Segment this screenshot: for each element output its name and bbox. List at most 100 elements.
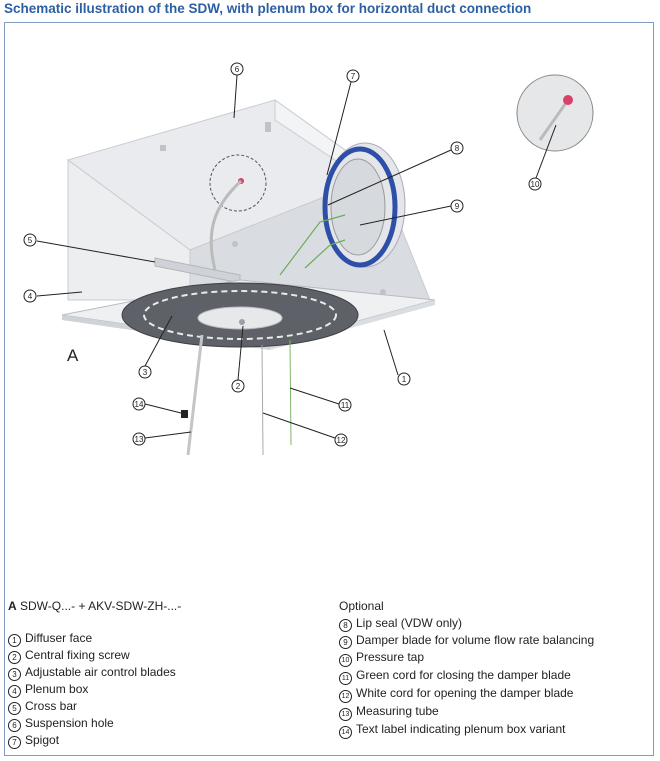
- legend-item: 6 Suspension hole: [8, 715, 181, 732]
- legend-text: Spigot: [25, 733, 60, 747]
- diffuser-center: [197, 306, 283, 330]
- green-cord: [279, 214, 346, 276]
- legend-number: 7: [8, 736, 21, 749]
- green-cord: [304, 239, 346, 269]
- legend-text: Damper blade for volume flow rate balanc…: [356, 633, 595, 647]
- callout-1: 1: [397, 372, 411, 386]
- legend-number: 14: [339, 726, 352, 739]
- legend-text: Cross bar: [25, 699, 78, 713]
- callout-2-label: 2: [236, 382, 241, 391]
- legend-number: 4: [8, 685, 21, 698]
- legend-number: 2: [8, 651, 21, 664]
- legend-text: White cord for opening the damper blade: [356, 686, 574, 700]
- suspension-hole: [380, 289, 386, 295]
- legend-text: Text label indicating plenum box variant: [356, 722, 566, 736]
- callout-11: 11: [338, 398, 352, 412]
- callout-3: 3: [138, 365, 152, 379]
- callout-7: 7: [346, 69, 360, 83]
- leader-lines: [36, 74, 557, 439]
- pressure-tap-detail: [516, 74, 594, 152]
- legend-right: Optional 8 Lip seal (VDW only) 9 Damper bl…: [339, 598, 594, 739]
- legend-item: 14 Text label indicating plenum box varia…: [339, 721, 594, 739]
- callout-4: 4: [23, 289, 37, 303]
- legend-text: Lip seal (VDW only): [356, 616, 463, 630]
- legend-text: Plenum box: [25, 682, 89, 696]
- callout-9-label: 9: [455, 202, 460, 211]
- pressure-tap-detail-circle: [209, 154, 267, 212]
- legend-item: 13 Measuring tube: [339, 703, 594, 721]
- sdw-schematic: A 6 7 8 9 10 5 4 3 2 1 11 12 14 13: [23, 62, 594, 456]
- figure-title: Schematic illustration of the SDW, with …: [4, 1, 532, 16]
- legend-item: 7 Spigot: [8, 732, 181, 749]
- callout-14-label: 14: [135, 400, 144, 409]
- callout-14: 14: [132, 397, 146, 411]
- callout-5: 5: [23, 233, 37, 247]
- callout-12: 12: [334, 433, 348, 447]
- legend-number: 3: [8, 668, 21, 681]
- legend-number: 10: [339, 654, 352, 667]
- pressure-tap-detail-marker: [563, 95, 573, 105]
- view-label: A: [67, 346, 79, 365]
- legend-text: Central fixing screw: [25, 648, 130, 662]
- callout-8: 8: [450, 141, 464, 155]
- pressure-tap-detail-tube: [538, 99, 570, 141]
- legend-heading-rest: SDW-Q...- + AKV-SDW-ZH-...-: [16, 599, 182, 613]
- legend-number: 8: [339, 619, 352, 632]
- green-cord: [289, 339, 292, 446]
- callout-9: 9: [450, 199, 464, 213]
- legend-item: 1 Diffuser face: [8, 630, 181, 647]
- measuring-tube-path: [209, 179, 243, 271]
- legend-item: 4 Plenum box: [8, 681, 181, 698]
- legend-item: 12 White cord for opening the damper blad…: [339, 685, 594, 703]
- white-cord: [261, 344, 264, 456]
- legend-number: 5: [8, 702, 21, 715]
- legend-text: Measuring tube: [356, 704, 439, 718]
- lip-seal: [322, 146, 398, 268]
- legend-text: Green cord for closing the damper blade: [356, 668, 571, 682]
- legend-item: 5 Cross bar: [8, 698, 181, 715]
- callout-10-label: 10: [531, 180, 540, 189]
- legend-number: 1: [8, 634, 21, 647]
- legend-number: 11: [339, 672, 352, 685]
- text-label-tag: [181, 410, 188, 418]
- suspension-hole: [265, 122, 271, 132]
- callout-4-label: 4: [28, 292, 33, 301]
- damper-blade: [330, 158, 386, 256]
- callout-12-label: 12: [337, 436, 346, 445]
- callout-5-label: 5: [28, 236, 33, 245]
- air-control-blades-ring: [143, 290, 337, 340]
- legend-right-heading: Optional: [339, 599, 384, 613]
- legend-text: Pressure tap: [356, 650, 425, 664]
- legend-left: A SDW-Q...- + AKV-SDW-ZH-...- 1 Diffuser …: [8, 598, 181, 749]
- figure-frame: [4, 22, 654, 756]
- central-fixing-screw: [239, 319, 245, 325]
- callout-11-label: 11: [341, 401, 350, 410]
- callout-10: 10: [528, 177, 542, 191]
- legend-text: Adjustable air control blades: [25, 665, 176, 679]
- measuring-tube: [186, 334, 204, 456]
- legend-number: 13: [339, 708, 352, 721]
- suspension-hole: [160, 145, 166, 151]
- legend-item: 9 Damper blade for volume flow rate balan…: [339, 632, 594, 649]
- legend-number: 9: [339, 636, 352, 649]
- callout-8-label: 8: [455, 144, 460, 153]
- callout-2: 2: [231, 379, 245, 393]
- legend-number: 12: [339, 690, 352, 703]
- callout-13: 13: [132, 432, 146, 446]
- legend-left-heading: A SDW-Q...- + AKV-SDW-ZH-...-: [8, 598, 181, 615]
- legend-number: 6: [8, 719, 21, 732]
- callout-3-label: 3: [143, 368, 148, 377]
- legend-heading-bold: A: [8, 599, 17, 613]
- suspension-hole: [232, 241, 238, 247]
- legend-item: 3 Adjustable air control blades: [8, 664, 181, 681]
- callout-6-label: 6: [235, 65, 240, 74]
- legend-item: 11 Green cord for closing the damper blad…: [339, 667, 594, 685]
- legend-text: Diffuser face: [25, 631, 93, 645]
- legend-item: 8 Lip seal (VDW only): [339, 615, 594, 632]
- callout-1-label: 1: [402, 375, 407, 384]
- callout-13-label: 13: [135, 435, 144, 444]
- legend-item: 10 Pressure tap: [339, 649, 594, 667]
- callout-7-label: 7: [351, 72, 356, 81]
- legend-text: Suspension hole: [25, 716, 114, 730]
- legend-item: 2 Central fixing screw: [8, 647, 181, 664]
